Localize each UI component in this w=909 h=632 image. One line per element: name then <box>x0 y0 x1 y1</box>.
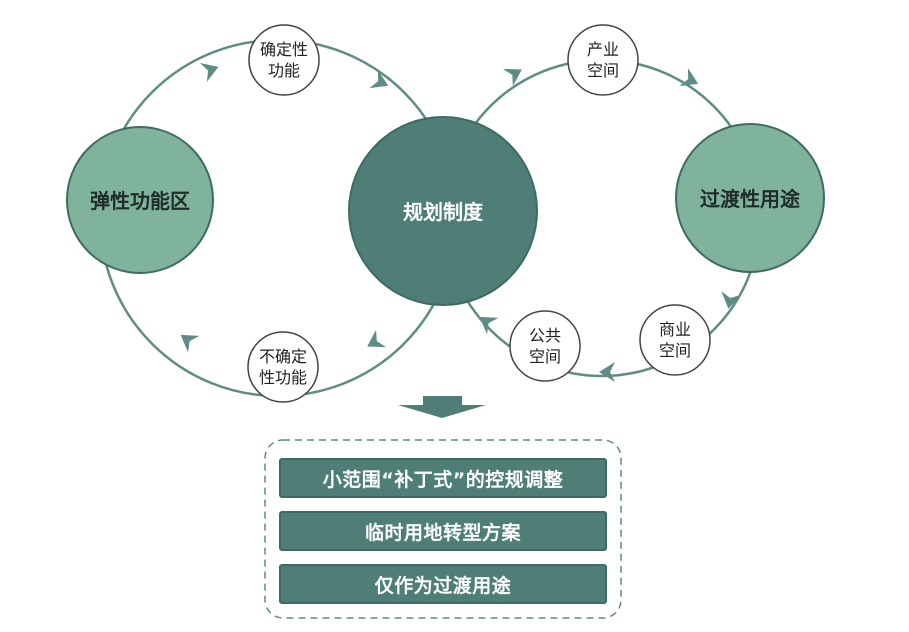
node-certain-function-line1: 确定性 <box>260 40 308 59</box>
node-public-space-line2: 空间 <box>529 347 561 366</box>
arrow-chevron-icon <box>200 62 219 82</box>
node-public-space-line1: 公共 <box>529 326 561 345</box>
node-industry-space-line2: 空间 <box>587 61 619 80</box>
node-industry-space-line1: 产业 <box>587 40 619 59</box>
left-main-node: 弹性功能区 <box>66 126 214 274</box>
node-certain-function-line2: 功能 <box>268 61 300 80</box>
arrow-chevron-icon <box>180 334 200 353</box>
arrow-chevron-icon <box>502 68 522 87</box>
arrow-chevron-icon <box>369 69 389 89</box>
node-uncertain-function: 不确定 性功能 <box>247 331 319 403</box>
outcome-bar-2: 临时用地转型方案 <box>279 511 607 551</box>
arrow-chevron-icon <box>599 362 615 382</box>
node-public-space: 公共 空间 <box>509 310 581 382</box>
arrow-chevron-icon <box>367 329 387 348</box>
arrow-chevron-icon <box>679 67 699 87</box>
center-main-label: 规划制度 <box>403 200 484 224</box>
arrow-chevron-icon <box>479 316 499 335</box>
down-arrow-icon <box>398 396 486 418</box>
node-uncertain-function-line1: 不确定 <box>259 347 307 366</box>
arrow-chevron-icon <box>721 291 742 309</box>
center-main-node: 规划制度 <box>348 116 538 306</box>
outcome-bar-1: 小范围“补丁式”的控规调整 <box>279 458 607 498</box>
node-commercial-space-line1: 商业 <box>659 320 691 339</box>
outcome-container <box>264 439 622 619</box>
left-main-label: 弹性功能区 <box>90 189 190 213</box>
node-commercial-space: 商业 空间 <box>639 304 711 376</box>
loop-arrows <box>180 62 742 382</box>
node-certain-function: 确定性 功能 <box>248 24 320 96</box>
outcome-bar-3: 仅作为过渡用途 <box>279 564 607 604</box>
right-main-node: 过渡性用途 <box>675 123 825 273</box>
node-uncertain-function-line2: 性功能 <box>259 368 307 387</box>
node-industry-space: 产业 空间 <box>567 24 639 96</box>
right-main-label: 过渡性用途 <box>700 187 801 211</box>
node-commercial-space-line2: 空间 <box>659 341 691 360</box>
